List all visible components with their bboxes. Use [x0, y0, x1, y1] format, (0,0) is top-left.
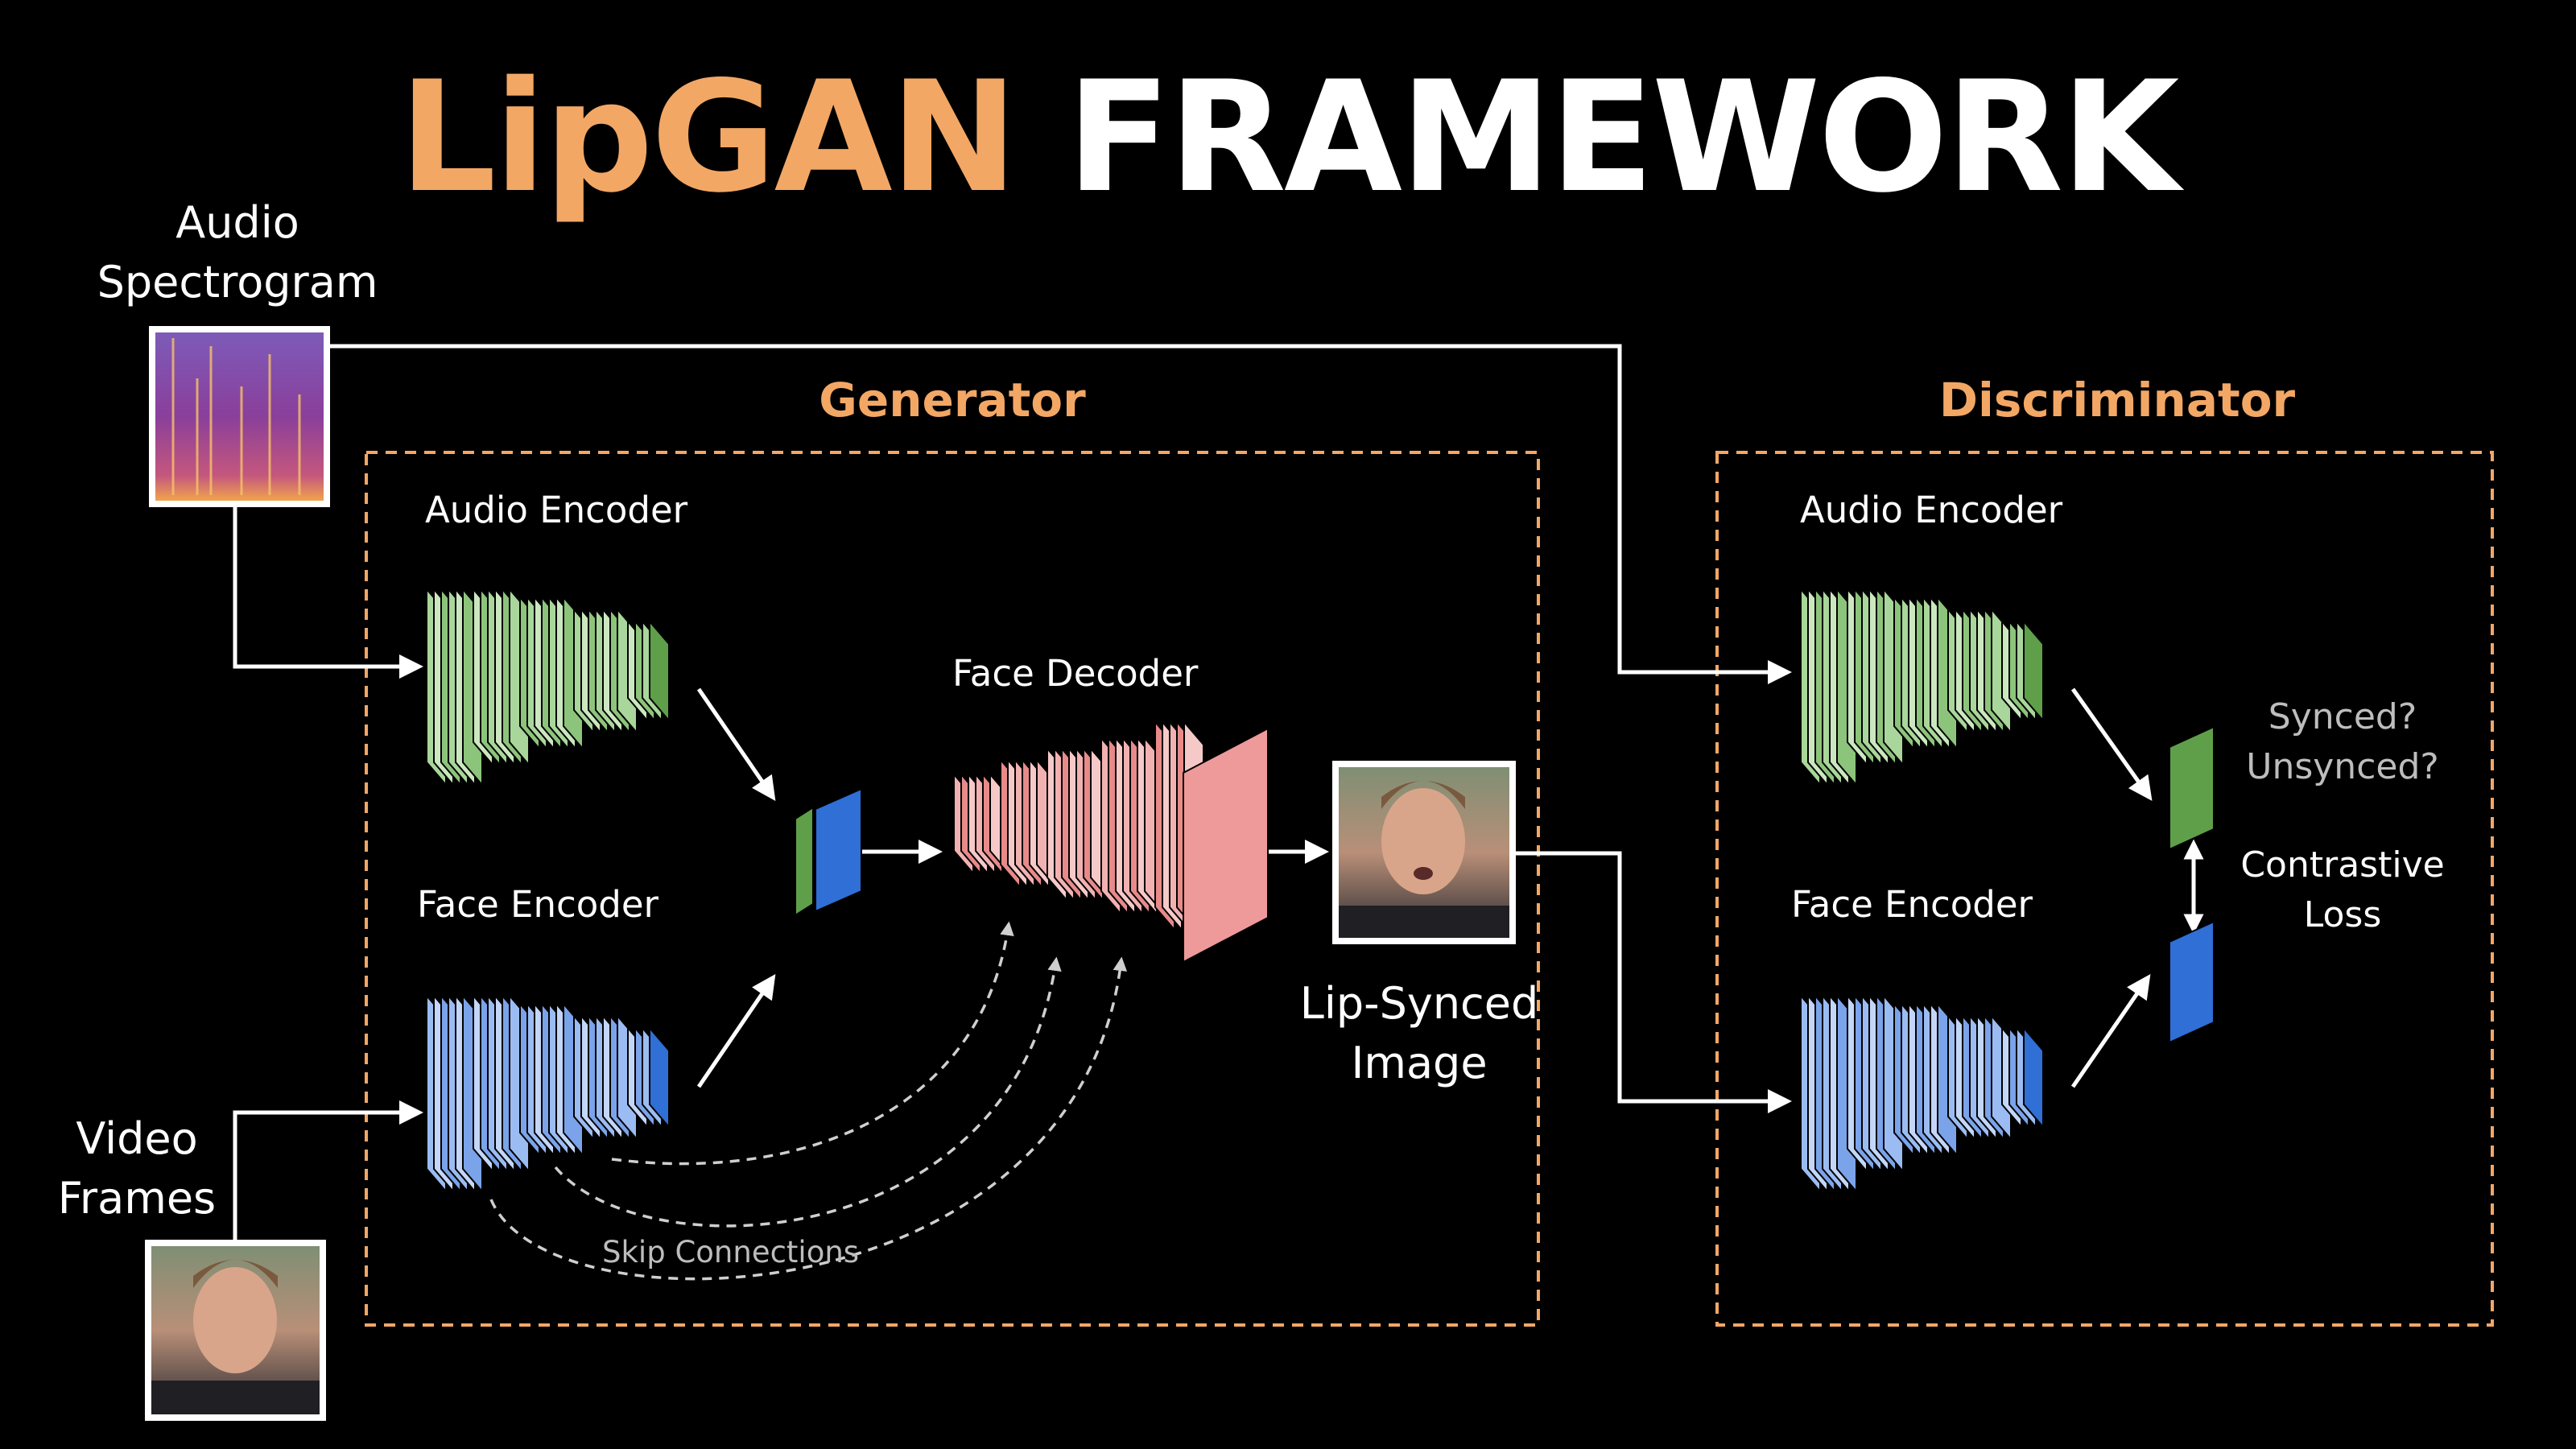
audio-spectrogram-label: Audio Spectrogram: [76, 193, 398, 312]
title-lipgan: LipGAN: [398, 48, 1018, 226]
contrastive-line: Contrastive: [2240, 844, 2445, 886]
arrow-disc-audio-to-embedding: [2070, 687, 2153, 801]
arrow-video-to-face-encoder: [233, 1100, 423, 1240]
face-decoder-output-layer: [1183, 727, 1269, 964]
title-framework: FRAMEWORK: [1066, 48, 2180, 226]
output-label-line2: Image: [1351, 1038, 1488, 1088]
audio-encoder-layer: [649, 619, 670, 723]
arrow-spec-to-audio-encoder: [233, 507, 423, 679]
generator-box: [365, 451, 1540, 1327]
arrow-disc-face-to-embedding: [2070, 974, 2151, 1088]
video-label-line1: Video: [76, 1113, 198, 1164]
contrastive-loss-label: Contrastive Loss: [2214, 840, 2471, 940]
disc-audio-embedding: [2169, 725, 2215, 851]
audio-label-line1: Audio: [175, 197, 299, 248]
lip-synced-image: [1332, 761, 1516, 944]
discriminator-audio-encoder-label: Audio Encoder: [1800, 489, 2063, 531]
lip-synced-image-label: Lip-Synced Image: [1274, 974, 1564, 1093]
skip-connections-label: Skip Connections: [602, 1235, 860, 1269]
synced-question-label: Synced? Unsynced?: [2214, 692, 2471, 792]
face-decoder-label: Face Decoder: [952, 652, 1199, 695]
arrow-audio-enc-to-bottleneck: [696, 687, 776, 801]
face-encoder-layer: [649, 1026, 670, 1129]
video-frames-label: Video Frames: [24, 1109, 250, 1228]
bottleneck-embedding: [795, 787, 862, 917]
loss-line: Loss: [2303, 894, 2382, 935]
discriminator-audio-encoder-layers: [1800, 587, 2044, 787]
generator-audio-encoder-layers: [426, 587, 670, 787]
video-label-line2: Frames: [57, 1173, 217, 1224]
discriminator-face-encoder-label: Face Encoder: [1791, 883, 2033, 926]
page-title: LipGAN FRAMEWORK: [0, 48, 2576, 226]
disc-face-encoder-layer: [2023, 1026, 2044, 1129]
skip-connections: [489, 921, 1128, 1281]
generator-face-encoder-layers: [426, 993, 670, 1194]
discriminator-title: Discriminator: [1938, 373, 2296, 427]
generator-face-encoder-label: Face Encoder: [417, 883, 659, 926]
generator-title: Generator: [819, 373, 1086, 427]
output-label-line1: Lip-Synced: [1299, 978, 1539, 1029]
disc-audio-encoder-layer: [2023, 619, 2044, 723]
discriminator-face-encoder-layers: [1800, 993, 2044, 1194]
face-decoder-layers: [953, 720, 1269, 964]
unsynced-line: Unsynced?: [2246, 746, 2439, 787]
arrow-face-enc-to-bottleneck: [696, 974, 776, 1088]
arrow-output-to-disc-face: [1516, 851, 1792, 1113]
discriminator-box: [1715, 451, 2494, 1327]
video-frame-image: [145, 1240, 326, 1421]
arrow-spec-to-disc-audio: [330, 344, 1792, 684]
audio-spectrogram-image: [149, 326, 330, 507]
generator-audio-encoder-label: Audio Encoder: [425, 489, 688, 531]
disc-face-embedding: [2169, 920, 2215, 1044]
audio-label-line2: Spectrogram: [97, 257, 378, 308]
synced-line: Synced?: [2268, 696, 2417, 737]
